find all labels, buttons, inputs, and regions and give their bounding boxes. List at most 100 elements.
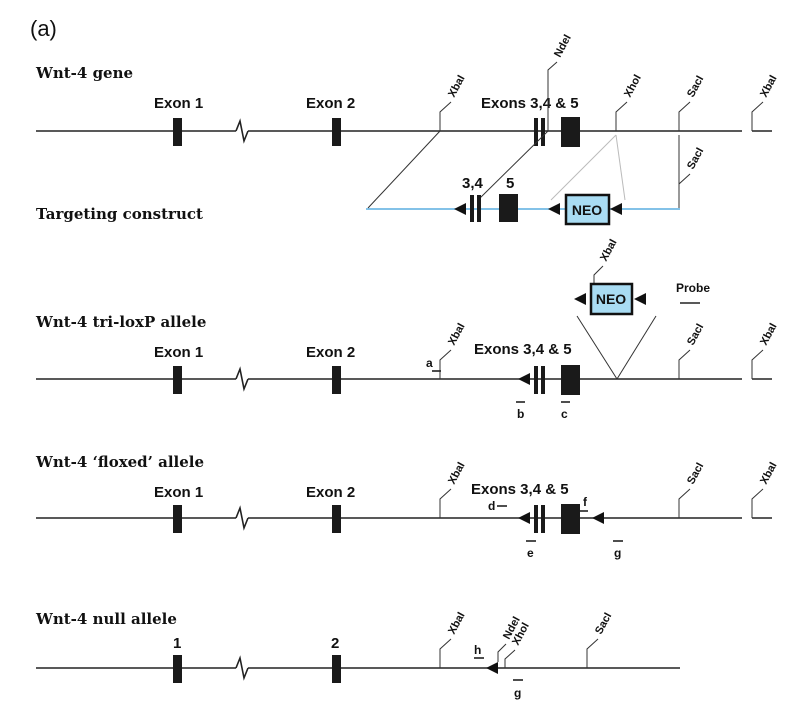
triloxp-loxp-neo-right <box>634 293 646 305</box>
gene-site-saci: SacI <box>685 74 706 100</box>
triloxp-loxp-neo-left <box>574 293 586 305</box>
triloxp-exon1 <box>173 366 182 394</box>
floxed-site-saci: SacI <box>685 461 706 487</box>
gene-site-tick-saci <box>678 101 691 131</box>
row-targeting-construct: Targeting construct 3,4 5 NEO SacI <box>36 146 706 226</box>
floxed-site-tick-xbai-1 <box>439 488 452 518</box>
triloxp-exon3 <box>534 366 538 394</box>
row-triloxp-allele: Wnt-4 tri-loxP allele Exon 1 Exon 2 Exon… <box>35 237 780 421</box>
construct-neo-cassette <box>564 193 611 226</box>
floxed-break <box>235 505 249 531</box>
row-null-allele: Wnt-4 null allele 1 2 XbaI NdeI XhoI Sac… <box>35 610 680 700</box>
construct-loxp-2 <box>548 203 560 215</box>
triloxp-exon2 <box>332 366 341 394</box>
homology-line-1 <box>367 130 441 209</box>
construct-site-tick-saci <box>678 173 691 195</box>
gene-site-xhoi: XhoI <box>622 73 644 100</box>
construct-neo-label: NEO <box>572 202 602 218</box>
primer-f-label: f <box>583 495 588 509</box>
triloxp-site-saci: SacI <box>685 322 706 348</box>
row-title-gene: Wnt-4 gene <box>35 64 133 82</box>
triloxp-site-tick-xbai-3 <box>751 349 764 379</box>
floxed-site-xbai-2: XbaI <box>758 460 780 486</box>
floxed-loxp-1 <box>518 512 530 524</box>
triloxp-break <box>235 366 249 392</box>
floxed-exons345-label: Exons 3,4 & 5 <box>471 481 569 498</box>
homology-line-3 <box>550 134 617 201</box>
null-exon1-label: 1 <box>173 635 181 652</box>
null-exon2 <box>332 655 341 683</box>
triloxp-exons345-label: Exons 3,4 & 5 <box>474 341 572 358</box>
floxed-exon1 <box>173 505 182 533</box>
triloxp-site-tick-saci <box>678 349 691 379</box>
gene-site-ndei: NdeI <box>552 33 574 60</box>
triloxp-exon1-label: Exon 1 <box>154 344 203 361</box>
probe-label: Probe <box>676 281 710 295</box>
floxed-site-tick-xbai-2 <box>751 488 764 518</box>
triloxp-site-xbai-3: XbaI <box>758 321 780 347</box>
primer-d-label: d <box>488 499 495 513</box>
null-site-tick-ndei <box>497 643 507 662</box>
primer-h-label: h <box>474 643 481 657</box>
floxed-exon2-label: Exon 2 <box>306 484 355 501</box>
row-title-floxed: Wnt-4 ‘floxed’ allele <box>35 453 204 471</box>
primer-g-label: g <box>614 546 621 560</box>
gene-site-xbai-2: XbaI <box>758 73 780 99</box>
triloxp-insert-line-right <box>616 315 657 380</box>
row-title-triloxp: Wnt-4 tri-loxP allele <box>35 313 206 331</box>
floxed-exon3 <box>534 505 538 533</box>
null-exon1 <box>173 655 182 683</box>
primer-g2-label: g <box>514 686 521 700</box>
homology-line-2 <box>477 130 549 201</box>
null-site-tick-saci <box>586 638 599 668</box>
null-site-tick-xhoi <box>504 649 516 668</box>
floxed-exon2 <box>332 505 341 533</box>
null-site-xbai: XbaI <box>446 610 468 636</box>
panel-label: (a) <box>30 16 57 41</box>
floxed-exon1-label: Exon 1 <box>154 484 203 501</box>
triloxp-site-tick-xbai-2 <box>593 265 604 285</box>
gene-exon5 <box>561 117 580 147</box>
null-site-saci: SacI <box>593 611 614 637</box>
row-title-null: Wnt-4 null allele <box>35 610 177 628</box>
gene-exon2 <box>332 118 341 146</box>
null-exon2-label: 2 <box>331 635 339 652</box>
construct-loxp-1 <box>454 203 466 215</box>
triloxp-site-xbai-1: XbaI <box>446 321 468 347</box>
gene-exon4 <box>541 118 545 146</box>
gene-site-tick-xhoi <box>615 101 628 131</box>
floxed-site-tick-saci <box>678 488 691 518</box>
construct-site-saci: SacI <box>685 146 706 172</box>
gene-site-tick-xbai-1 <box>439 101 452 131</box>
row-floxed-allele: Wnt-4 ‘floxed’ allele Exon 1 Exon 2 Exon… <box>35 453 780 560</box>
triloxp-insert-line-left <box>576 315 618 380</box>
construct-exon34-label: 3,4 <box>462 175 484 192</box>
primer-a-label: a <box>426 356 433 370</box>
homology-line-4 <box>615 134 626 201</box>
gene-site-tick-xbai-2 <box>751 101 764 131</box>
floxed-site-xbai-1: XbaI <box>446 460 468 486</box>
primer-e-label: e <box>527 546 534 560</box>
triloxp-loxp-1 <box>518 373 530 385</box>
gene-exon2-label: Exon 2 <box>306 95 355 112</box>
gene-exons345-label: Exons 3,4 & 5 <box>481 95 579 112</box>
gene-site-xbai-1: XbaI <box>446 73 468 99</box>
primer-c-label: c <box>561 407 568 421</box>
triloxp-neo-label: NEO <box>596 291 626 307</box>
triloxp-site-xbai-2: XbaI <box>598 237 620 263</box>
floxed-loxp-2 <box>592 512 604 524</box>
row-wnt4-gene: Wnt-4 gene Exon 1 Exon 2 Exons 3,4 & 5 X… <box>35 33 780 147</box>
construct-exon5-label: 5 <box>506 175 514 192</box>
floxed-exon4 <box>541 505 545 533</box>
floxed-exon5 <box>561 504 580 534</box>
construct-exon3 <box>470 195 474 222</box>
null-site-tick-xbai <box>439 638 452 668</box>
construct-exon5 <box>499 194 518 222</box>
construct-loxp-3 <box>610 203 622 215</box>
gene-exon3 <box>534 118 538 146</box>
gene-exon1 <box>173 118 182 146</box>
triloxp-neo-cassette <box>589 282 634 316</box>
triloxp-exon2-label: Exon 2 <box>306 344 355 361</box>
gene-exon1-label: Exon 1 <box>154 95 203 112</box>
